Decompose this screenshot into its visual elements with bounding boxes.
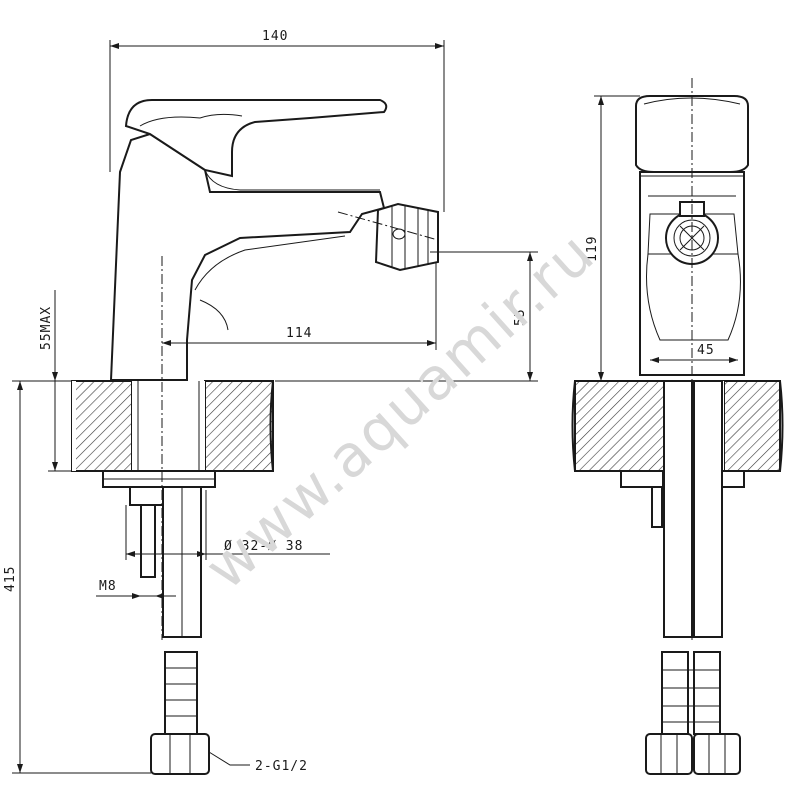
dim-55max: 55MAX [39,306,54,350]
dim-m8: M8 [99,579,117,594]
front-under-parts [102,381,216,775]
dim-119: 119 [585,236,600,262]
dim-55: 55 [513,308,528,326]
faucet-body [109,99,439,381]
dim-114: 114 [286,326,312,341]
dim-connection: 2-G1/2 [255,759,308,774]
front-dimensions: 140 114 55 55MAX 415 Ø 32-Ø 38 [3,29,538,774]
aerator-axis [337,211,439,241]
front-view [71,99,439,775]
dim-45: 45 [697,343,715,358]
side-dimensions: 119 45 [585,95,738,382]
dim-415: 415 [3,566,18,592]
side-faucet-body [635,95,749,376]
dim-hole-diameter: Ø 32-Ø 38 [224,539,303,554]
side-under-parts [620,380,745,775]
front-countertop [71,380,274,472]
dim-140: 140 [262,29,288,44]
side-view [571,78,784,775]
